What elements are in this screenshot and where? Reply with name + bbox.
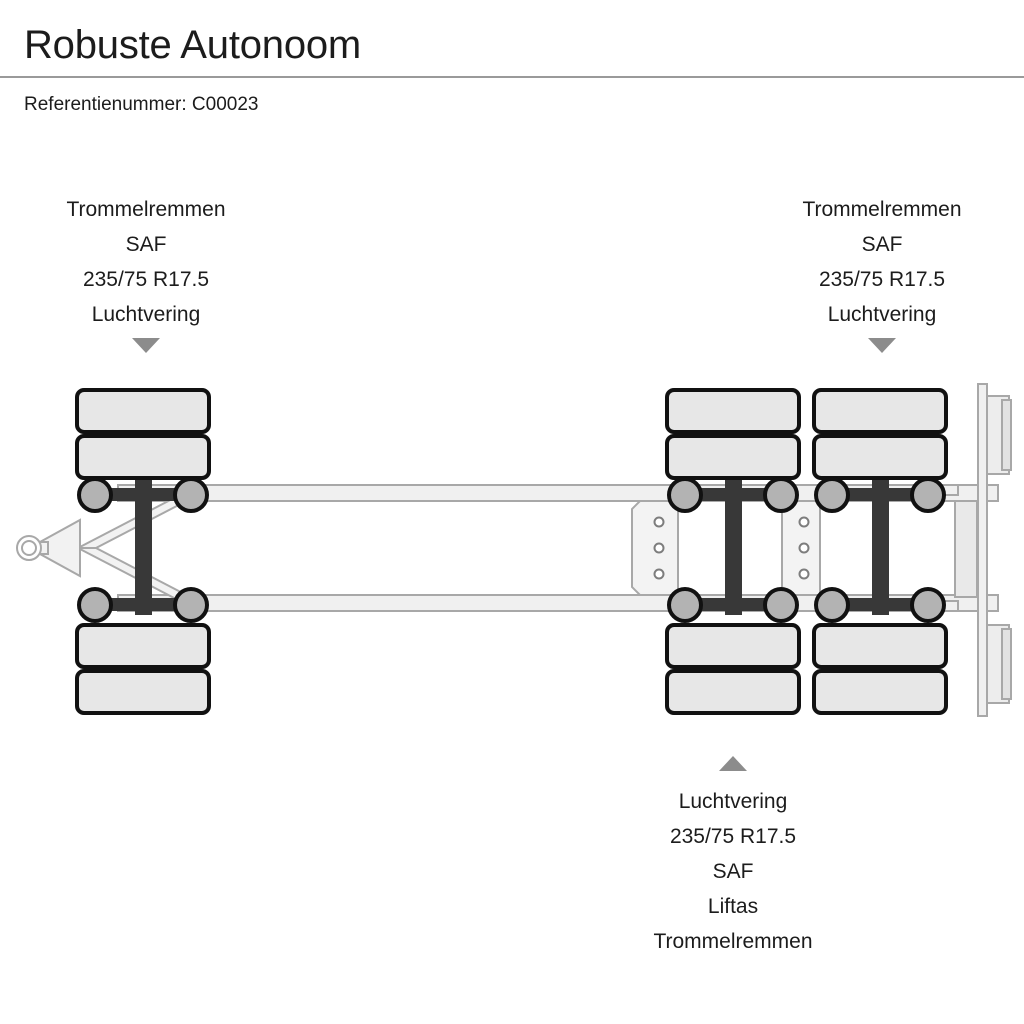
hub-icon (763, 477, 799, 513)
cross-member-plate-2 (781, 500, 821, 596)
drawbar-assembly (16, 495, 197, 601)
front-axle-assembly (75, 388, 211, 715)
trailer-diagram (0, 370, 1024, 730)
hub-icon (910, 587, 946, 623)
rear-axle-assembly (812, 388, 948, 715)
hub-icon (77, 587, 113, 623)
callout-rear-axle: Trommelremmen SAF 235/75 R17.5 Luchtveri… (748, 192, 1016, 332)
callout-bogie-line-3: SAF (712, 860, 754, 883)
hub-icon (763, 587, 799, 623)
callout-front-line-4: Luchtvering (91, 303, 201, 326)
hub-icon (173, 587, 209, 623)
callout-bogie: Luchtvering 235/75 R17.5 SAF Liftas Trom… (583, 784, 883, 959)
hub-icon (910, 477, 946, 513)
hub-icon (667, 587, 703, 623)
callout-rear-line-2: SAF (861, 233, 903, 256)
reference-number: Referentienummer: C00023 (24, 94, 259, 115)
callout-front-line-1: Trommelremmen (66, 198, 226, 221)
callout-rear-line-4: Luchtvering (827, 303, 937, 326)
hub-icon (814, 587, 850, 623)
page-title: Robuste Autonoom (24, 23, 362, 67)
callout-bogie-line-5: Trommelremmen (653, 930, 813, 953)
callout-bogie-line-2: 235/75 R17.5 (669, 825, 797, 848)
middle-axle-assembly (665, 388, 801, 715)
header-divider (0, 76, 1024, 78)
triangle-up-icon-bogie (719, 756, 747, 771)
callout-front-line-2: SAF (125, 233, 167, 256)
hub-icon (814, 477, 850, 513)
hub-icon (173, 477, 209, 513)
callout-bogie-line-4: Liftas (707, 895, 759, 918)
hub-icon (667, 477, 703, 513)
callout-front-axle: Trommelremmen SAF 235/75 R17.5 Luchtveri… (12, 192, 280, 332)
triangle-down-icon-front (132, 338, 160, 353)
cross-member-plate-1 (631, 500, 679, 596)
callout-bogie-line-1: Luchtvering (678, 790, 788, 813)
callout-rear-line-1: Trommelremmen (802, 198, 962, 221)
rear-chassis-assembly (939, 383, 1012, 717)
callout-front-line-3: 235/75 R17.5 (82, 268, 210, 291)
callout-rear-line-3: 235/75 R17.5 (818, 268, 946, 291)
hub-icon (77, 477, 113, 513)
triangle-down-icon-rear (868, 338, 896, 353)
chassis-rails (117, 484, 999, 612)
page-header: Robuste Autonoom Referentienummer: C0002… (0, 0, 1024, 130)
